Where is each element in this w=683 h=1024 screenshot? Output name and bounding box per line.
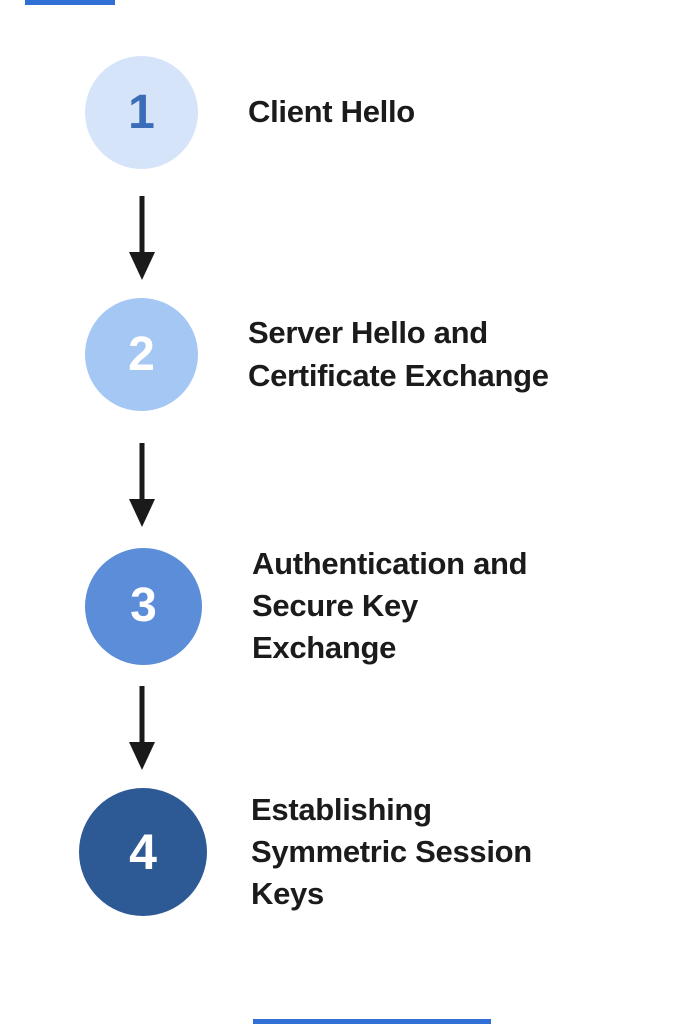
arrow-down-icon <box>125 441 159 529</box>
step-row-2: 2 Server Hello and Certificate Exchange <box>85 298 549 411</box>
step-label: Client Hello <box>248 94 415 130</box>
step-number: 4 <box>129 824 157 880</box>
step-number: 1 <box>128 85 155 139</box>
step-number: 2 <box>128 327 155 381</box>
step-number: 3 <box>130 579 157 633</box>
step-row-1: 1 Client Hello <box>85 56 415 169</box>
step-circle: 2 <box>85 298 198 411</box>
arrow-down-icon <box>125 684 159 772</box>
step-label: Server Hello and Certificate Exchange <box>248 315 549 393</box>
step-circle: 3 <box>85 547 202 665</box>
step-circle: 1 <box>85 56 198 169</box>
step-label: Authentication and Secure Key Exchange <box>252 546 528 666</box>
step-row-4: 4 Establishing Symmetric Session Keys <box>79 788 532 916</box>
step-circle: 4 <box>79 788 207 916</box>
top-accent-line-fragment <box>25 0 115 5</box>
step-row-3: 3 Authentication and Secure Key Exchange <box>85 543 528 669</box>
bottom-accent-line-fragment <box>253 1019 491 1024</box>
arrow-down-icon <box>125 194 159 282</box>
step-label: Establishing Symmetric Session Keys <box>251 791 532 912</box>
